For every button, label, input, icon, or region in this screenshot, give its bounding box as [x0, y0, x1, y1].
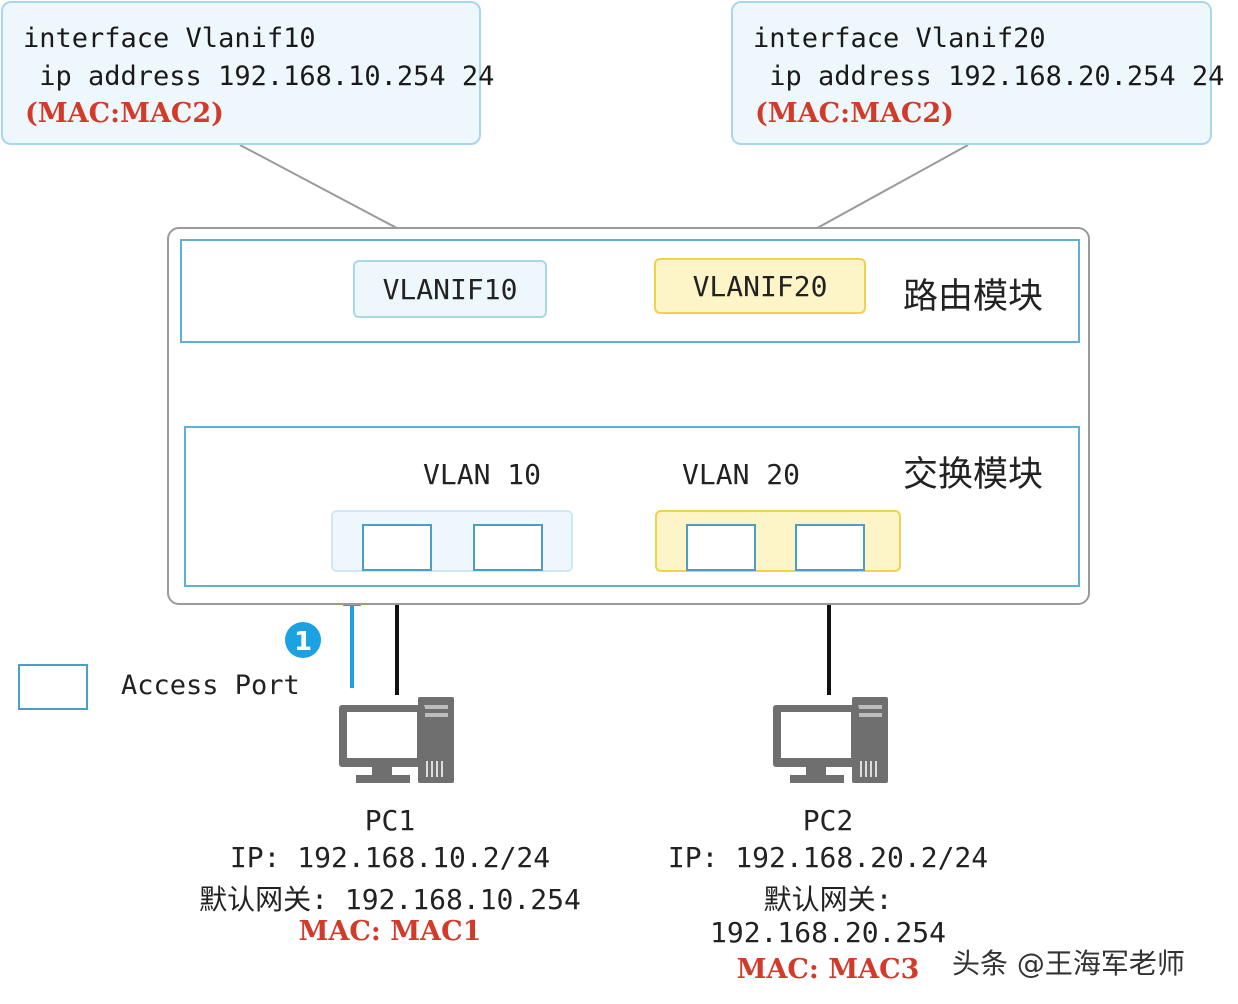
- pc2-mac: MAC: MAC3: [736, 954, 920, 985]
- vlan20-access-port-2: [795, 524, 865, 571]
- pc1-ip: IP: 192.168.10.2/24: [229, 841, 551, 874]
- vlan20-access-port-1: [686, 524, 756, 571]
- pc2-gateway-label: 默认网关:: [763, 883, 893, 916]
- callout-right-line2: ip address 192.168.20.254 24: [753, 61, 1225, 92]
- step-marker-circle: [285, 622, 321, 658]
- vlan10-label: VLAN 10: [423, 458, 542, 491]
- callout-vlanif20-config: interface Vlanif20 ip address 192.168.20…: [731, 1, 1224, 145]
- callout-left-line2: ip address 192.168.10.254 24: [23, 61, 495, 92]
- pc1-name: PC1: [364, 804, 416, 837]
- legend-access-port-label: Access Port: [121, 670, 300, 701]
- legend-access-port-icon: [18, 664, 88, 710]
- callout-left-mac: (MAC:MAC2): [25, 98, 224, 129]
- step-marker-text: 1: [294, 627, 312, 657]
- callout-right-mac: (MAC:MAC2): [755, 98, 954, 129]
- vlanif20-box: VLANIF20: [654, 258, 866, 314]
- callout-left-line1: interface Vlanif10: [23, 23, 316, 54]
- vlan20-label: VLAN 20: [682, 458, 801, 491]
- vlan10-access-port-2: [473, 524, 543, 571]
- pc1-mac: MAC: MAC1: [298, 916, 482, 947]
- routing-module-label: 路由模块: [903, 277, 1044, 317]
- pc1-computer-icon: [339, 697, 454, 783]
- routing-module: [180, 239, 1080, 343]
- pc2-name: PC2: [802, 804, 854, 837]
- pc1-gateway: 默认网关: 192.168.10.254: [199, 883, 581, 916]
- pc2-gateway-value: 192.168.20.254: [709, 916, 946, 949]
- pc2-ip: IP: 192.168.20.2/24: [667, 841, 989, 874]
- vlan10-access-port-1: [362, 524, 432, 571]
- callout-right-line1: interface Vlanif20: [753, 23, 1046, 54]
- pc2-computer-icon: [773, 697, 888, 783]
- callout-vlanif10-config: interface Vlanif10 ip address 192.168.10…: [1, 1, 494, 145]
- watermark: 头条 @王海军老师: [952, 947, 1185, 980]
- vlanif10-box: VLANIF10: [353, 260, 547, 318]
- switching-module-label: 交换模块: [903, 455, 1044, 495]
- callout-left-pointer: [239, 144, 426, 244]
- callout-right-pointer: [789, 144, 969, 244]
